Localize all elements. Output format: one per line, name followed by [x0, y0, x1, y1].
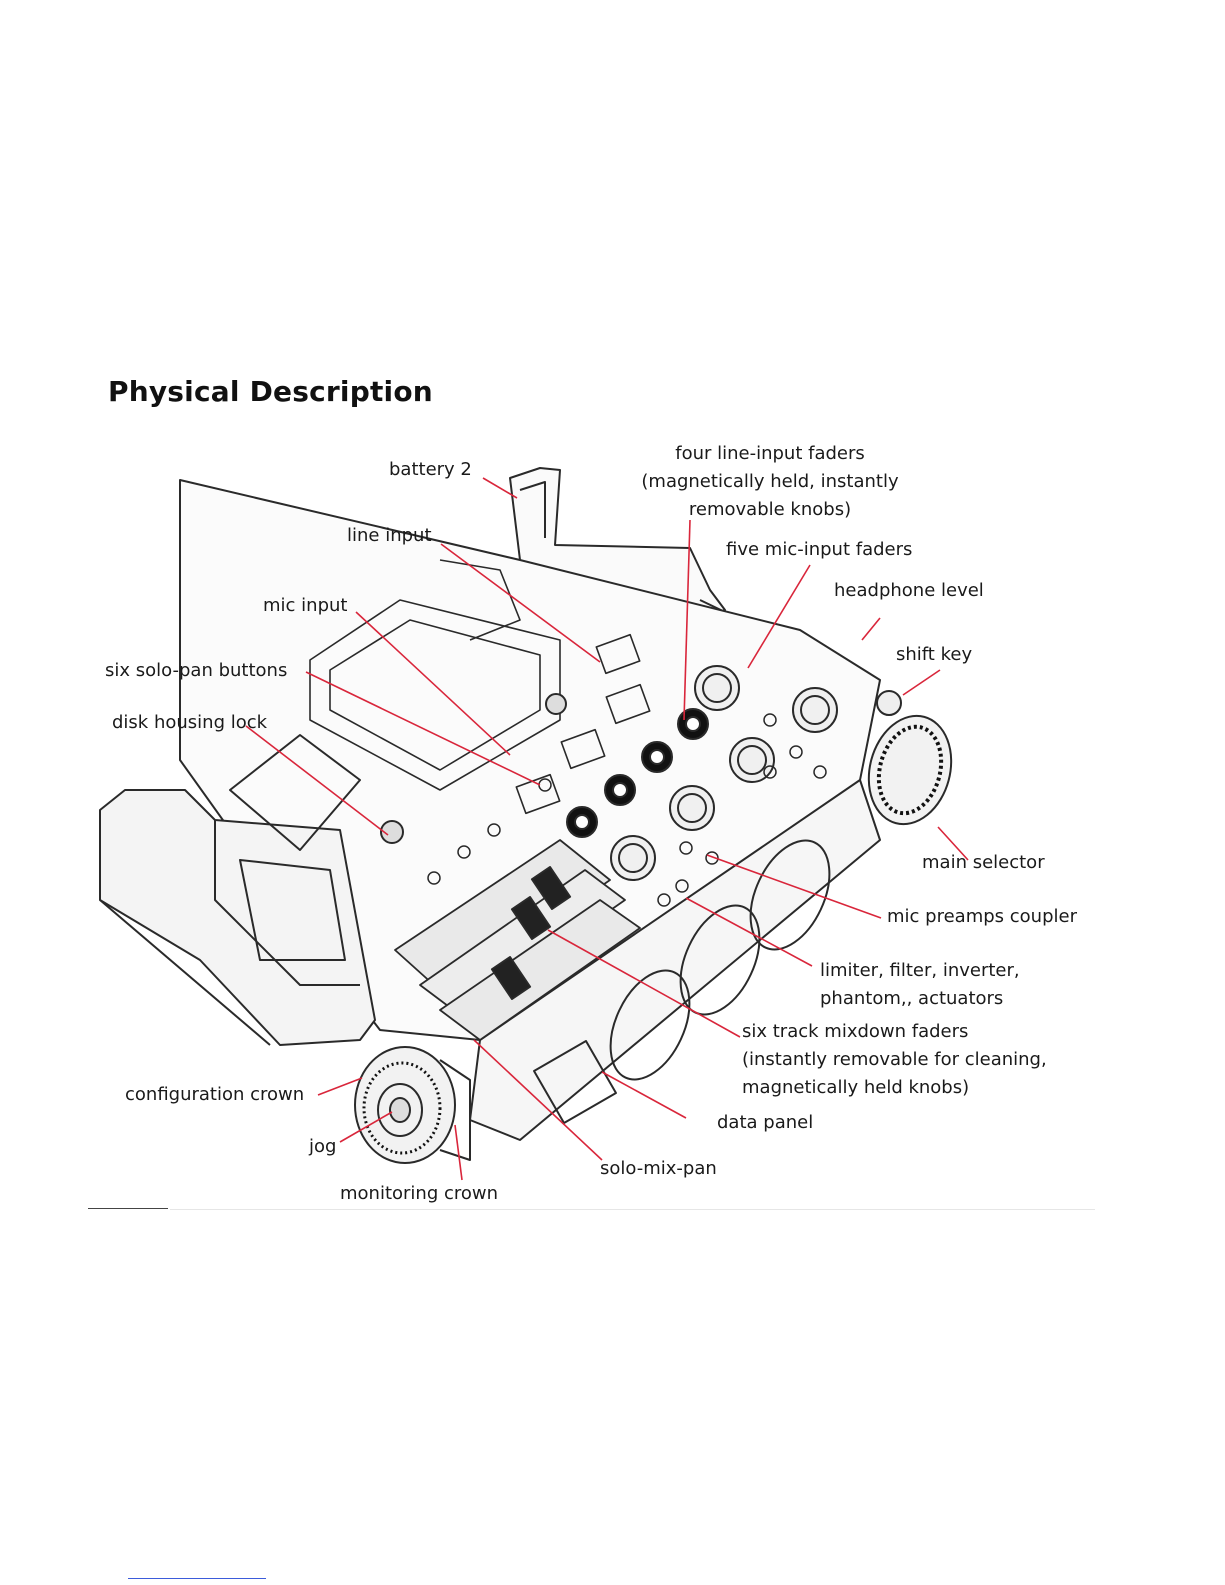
mic-fader-knobs	[610, 665, 838, 881]
label-configuration-crown: configuration crown	[125, 1084, 305, 1105]
line-fader-knobs	[566, 708, 709, 838]
mixdown-faders	[394, 839, 641, 1041]
disk-housing	[99, 734, 376, 1046]
label-solo-mix-pan: solo-mix-pan	[600, 1158, 717, 1179]
label-main-selector: main selector	[922, 852, 1045, 873]
label-mixdown-line2: (instantly removable for cleaning,	[742, 1049, 1047, 1070]
figure-divider-light	[170, 1209, 1095, 1210]
lock-knobs	[380, 693, 567, 844]
label-line-input-faders-line2: (magnetically held, instantly	[641, 471, 899, 492]
label-line-input-faders: four line-input faders (magnetically hel…	[640, 440, 900, 524]
footnote-separator	[128, 1578, 266, 1579]
bay-outlines	[309, 559, 651, 815]
label-line-input: line input	[347, 525, 432, 546]
label-limiter-line2: phantom,, actuators	[820, 988, 1004, 1009]
label-shift-key: shift key	[896, 644, 973, 665]
front-crowns	[354, 1046, 471, 1164]
label-line-input-faders-line3: removable knobs)	[688, 499, 852, 520]
label-mic-input: mic input	[263, 595, 348, 616]
label-mixdown-line1: six track mixdown faders	[742, 1021, 969, 1042]
label-monitoring-crown: monitoring crown	[340, 1183, 499, 1204]
label-jog: jog	[309, 1136, 337, 1157]
label-mixdown-line3: magnetically held knobs)	[742, 1077, 970, 1098]
label-five-mic-input-faders: five mic-input faders	[726, 539, 913, 560]
label-limiter-line1: limiter, filter, inverter,	[820, 960, 1020, 981]
label-disk-housing-lock: disk housing lock	[112, 712, 268, 733]
figure-divider	[88, 1208, 168, 1209]
actuator-buttons	[427, 713, 827, 907]
label-six-solo-pan-buttons: six solo-pan buttons	[105, 660, 288, 681]
label-data-panel: data panel	[717, 1112, 814, 1133]
label-headphone-level: headphone level	[834, 580, 984, 601]
label-mic-preamps-coupler: mic preamps coupler	[887, 906, 1077, 927]
mixer-body	[179, 479, 881, 1141]
main-selector	[867, 690, 953, 826]
label-line-input-faders-line1: four line-input faders	[675, 443, 865, 464]
label-limiter-filter: limiter, filter, inverter, phantom,, act…	[820, 957, 1020, 1013]
leader-lines	[245, 477, 969, 1181]
label-battery-2: battery 2	[389, 459, 472, 480]
page-title: Physical Description	[108, 375, 433, 408]
label-six-track-mixdown: six track mixdown faders (instantly remo…	[742, 1018, 1047, 1102]
